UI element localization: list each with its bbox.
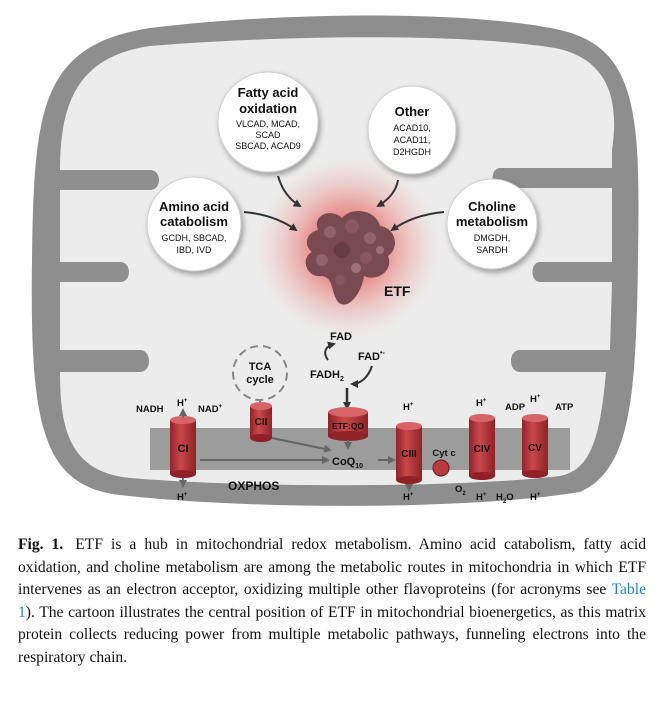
etf-protein	[305, 211, 395, 305]
pathway-other	[367, 85, 457, 175]
oxphos-label: OXPHOS	[228, 479, 279, 493]
caption-text-1: ETF is a hub in mitochondrial redox meta…	[18, 536, 646, 599]
h-ciii-bottom: H+	[403, 492, 414, 503]
o2-label: O2	[455, 484, 466, 497]
pathway-fatty-acid-title-1: Fatty acid	[238, 85, 299, 100]
table-link[interactable]: Table 1	[18, 581, 646, 621]
complex-cv-label: CV	[528, 443, 542, 454]
h-cv-bottom: H+	[530, 492, 541, 503]
complex-civ-label: CIV	[474, 444, 491, 455]
complex-ci-label: CI	[178, 443, 189, 455]
complex-cii-label: CII	[255, 417, 268, 428]
figure-caption: Fig. 1. ETF is a hub in mitochondrial re…	[18, 534, 646, 670]
h2o-label: H2O	[496, 492, 514, 505]
cii-to-coq-arrow	[271, 437, 332, 453]
h-cv-top: H+	[530, 394, 541, 405]
complex-ciii	[396, 422, 422, 484]
pathway-amino-acid-enzymes-2: IBD, IVD	[176, 245, 212, 255]
tca-label-1: TCA	[249, 361, 272, 373]
nad-label: NAD+	[198, 404, 223, 415]
arrow-choline	[390, 211, 445, 232]
pathway-fatty-acid-title-2: oxidation	[239, 101, 297, 116]
fadh2-label: FADH2	[310, 369, 344, 383]
complex-ci	[170, 416, 196, 478]
pathway-choline-title-2: metabolism	[456, 214, 528, 229]
caption-text-2: ). The cartoon illustrates the central p…	[18, 603, 646, 666]
h-civ-top: H+	[476, 398, 487, 409]
pathway-choline	[446, 178, 538, 270]
fad-arrow-2	[350, 365, 373, 388]
cytc-label: Cyt c	[432, 448, 455, 459]
h-civ-bottom: H+	[476, 492, 487, 503]
complex-etfqo-label: ETF:QO	[332, 421, 364, 431]
arrow-fatty-acid	[277, 175, 302, 208]
fad-radical-label: FAD•-	[358, 350, 385, 363]
pathway-fatty-acid-enzymes-2: SCAD	[255, 130, 281, 140]
complex-etfqo	[328, 407, 368, 441]
complex-cii	[250, 402, 272, 442]
arrow-amino-acid	[243, 211, 298, 232]
pathway-other-enzymes-1: ACAD10,	[393, 123, 431, 133]
h-ci-top: H+	[177, 398, 188, 409]
pathway-choline-title-1: Choline	[468, 199, 516, 214]
etf-diagram: ETF Fatty acid oxidation VLCAD, MCAD, SC…	[31, 15, 639, 506]
h-ci-bottom: H+	[177, 492, 188, 503]
arrow-other	[376, 179, 399, 208]
fad-label: FAD	[330, 331, 352, 343]
pathway-fatty-acid-enzymes-1: VLCAD, MCAD,	[236, 119, 300, 129]
pathway-choline-enzymes-2: SARDH	[476, 245, 508, 255]
caption-label: Fig. 1.	[18, 536, 64, 553]
pathway-amino-acid	[146, 176, 242, 272]
cytc-ball	[432, 459, 450, 477]
tca-label-2: cycle	[246, 374, 274, 386]
pathway-choline-enzymes-1: DMGDH,	[474, 233, 511, 243]
pathway-amino-acid-enzymes-1: GCDH, SBCAD,	[161, 233, 226, 243]
pathway-fatty-acid-enzymes-3: SBCAD, ACAD9	[235, 141, 301, 151]
pathway-fatty-acid	[217, 71, 319, 173]
pathway-amino-acid-title-1: Amino acid	[159, 199, 229, 214]
pathway-other-enzymes-2: ACAD11,	[394, 135, 431, 145]
fad-arrow-1	[324, 341, 336, 361]
etf-label: ETF	[384, 283, 411, 299]
complex-civ	[469, 414, 495, 480]
nadh-label: NADH	[136, 404, 164, 415]
coq10-label: CoQ10	[332, 456, 363, 470]
complex-ciii-label: CIII	[401, 449, 417, 460]
pathway-other-enzymes-3: D2HGDH	[393, 147, 431, 157]
h-ciii-top: H+	[403, 402, 414, 413]
adp-label: ADP	[505, 402, 526, 413]
complex-cv	[522, 414, 548, 478]
atp-label: ATP	[555, 402, 574, 413]
pathway-other-title: Other	[395, 104, 430, 119]
pathway-amino-acid-title-2: catabolism	[160, 214, 228, 229]
